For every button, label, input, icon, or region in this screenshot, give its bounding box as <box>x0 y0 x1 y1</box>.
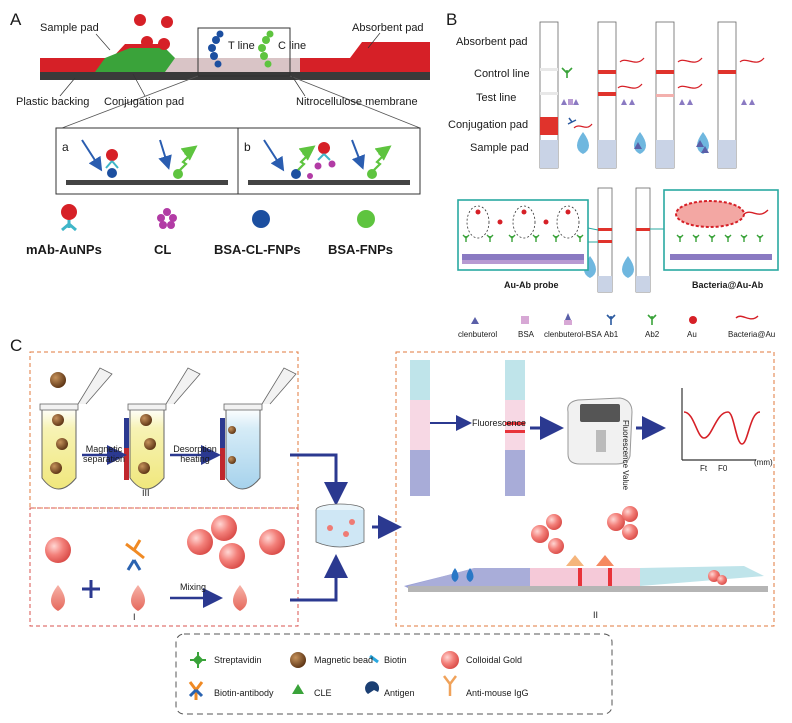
c-line-dots <box>258 30 274 68</box>
label-absorbent-pad: Absorbent pad <box>352 22 424 34</box>
label-conjugation-pad: Conjugation pad <box>104 96 185 108</box>
label-bacteria-au-ab: Bacteria@Au-Ab <box>692 280 764 290</box>
label-fluorescence: Fluorescence <box>472 418 527 428</box>
label-au-ab-probe: Au-Ab probe <box>504 280 559 290</box>
conjugate-particles <box>134 14 173 50</box>
label-sub-a: a <box>62 140 69 154</box>
legend-mab-aunps: mAb-AuNPs <box>26 242 102 257</box>
label-roman-i: I <box>133 612 136 622</box>
legend-antigen: Antigen <box>384 688 415 698</box>
panel-b-letter: B <box>446 10 458 29</box>
panel-b-strips <box>457 21 779 325</box>
panel-b-legend-icons <box>471 313 759 325</box>
panel-c-connectors <box>290 453 402 602</box>
panel-c-tubes <box>39 367 297 490</box>
legend-clenbuterol-bsa: clenbuterol-BSA <box>544 330 602 339</box>
label-c-line: C line <box>278 40 307 52</box>
label-f0: F0 <box>718 464 728 473</box>
label-roman-ii: II <box>593 610 599 620</box>
label-sub-b: b <box>244 140 251 154</box>
legend-ab1: Ab1 <box>604 330 619 339</box>
panel-c-mixing <box>45 515 285 611</box>
label-magnetic-separation: Magnetic separation <box>82 444 126 464</box>
legend-magnetic-bead: Magnetic bead <box>314 655 374 665</box>
legend-bsa-cl-fnps: BSA-CL-FNPs <box>214 242 301 257</box>
label-test-line: Test line <box>476 92 517 104</box>
label-sample-pad: Sample pad <box>40 22 99 34</box>
legend-biotin-antibody: Biotin-antibody <box>214 688 274 698</box>
panel-c-test-strips <box>404 360 768 592</box>
panel-c-letter: C <box>10 336 23 355</box>
label-mixing: Mixing <box>180 582 207 592</box>
legend-biotin: Biotin <box>384 655 407 665</box>
label-nitrocellulose: Nitrocellulose membrane <box>296 96 418 108</box>
label-control-line: Control line <box>474 68 530 80</box>
label-mm: (mm) <box>754 458 773 467</box>
label-t-line: T line <box>228 40 255 52</box>
legend-streptavidin: Streptavidin <box>214 655 262 665</box>
label-plastic-backing: Plastic backing <box>16 96 90 108</box>
panel-a-zoom-box <box>55 127 421 195</box>
legend-bsa-fnps: BSA-FNPs <box>328 242 394 257</box>
legend-au: Au <box>687 330 697 339</box>
legend-bacteria-au: Bacteria@Au <box>728 330 776 339</box>
legend-anti-mouse-igg: Anti-mouse IgG <box>466 688 529 698</box>
label-b-absorbent-pad: Absorbent pad <box>456 36 528 48</box>
panel-a-letter: A <box>10 10 22 29</box>
label-ft: Ft <box>700 464 708 473</box>
label-b-sample-pad: Sample pad <box>470 142 529 154</box>
panel-c-legend-icons <box>188 651 459 700</box>
label-desorption-heating: Desorption heating <box>173 444 217 464</box>
legend-cle: CLE <box>314 688 332 698</box>
label-fluorescence-value: Fluorescence Value <box>621 420 630 491</box>
label-b-conjugation-pad: Conjugation pad <box>448 119 529 131</box>
panel-a-legend-icons <box>61 204 375 232</box>
label-roman-iii: III <box>142 488 150 498</box>
t-line-dots <box>208 30 224 68</box>
legend-clenbuterol: clenbuterol <box>458 330 498 339</box>
legend-ab2: Ab2 <box>645 330 660 339</box>
legend-cl: CL <box>154 242 172 257</box>
legend-colloidal-gold: Colloidal Gold <box>466 655 523 665</box>
panel-a-strip <box>40 14 430 129</box>
legend-bsa: BSA <box>518 330 535 339</box>
